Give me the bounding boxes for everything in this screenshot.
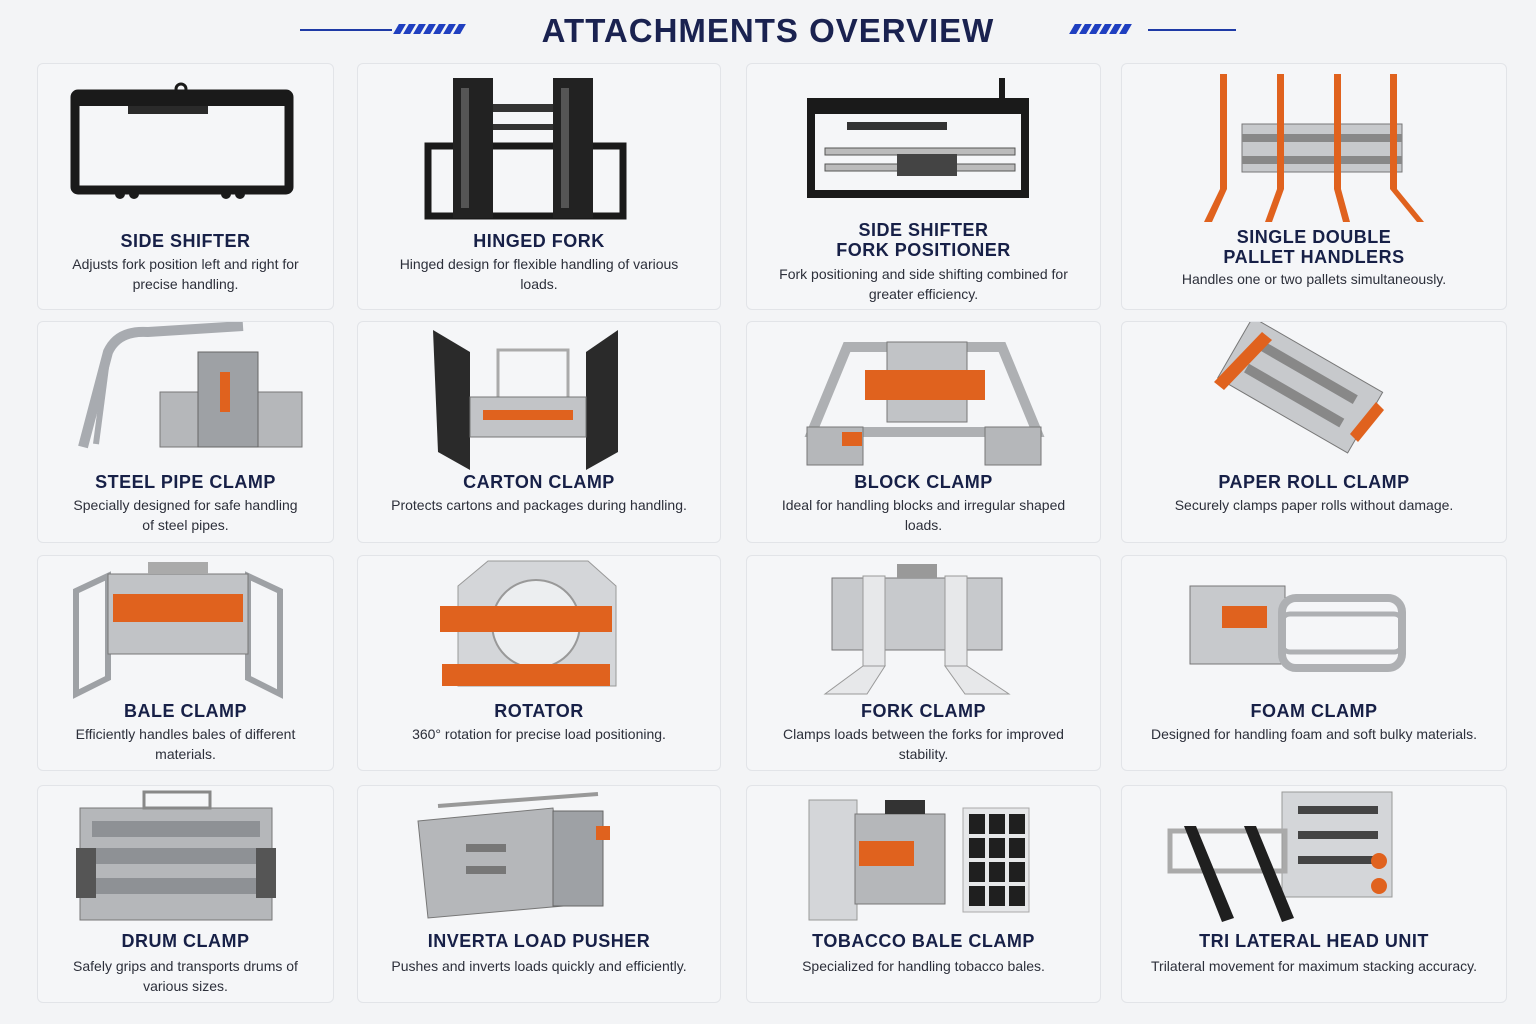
pallet-handler-icon [1204,74,1424,222]
card-title: SIDE SHIFTER [120,231,251,251]
header-decoration-right [1068,24,1238,36]
card-title: TOBACCO BALE CLAMP [812,931,1035,951]
card-description: Specially designed for safe handling of … [73,497,298,533]
card-title: SIDE SHIFTER FORK POSITIONER [836,220,1011,260]
card-load-pusher[interactable]: INVERTA LOAD PUSHER Pushes and inverts l… [357,785,721,1003]
tobacco-bale-clamp-icon [808,799,1030,921]
bale-clamp-icon [73,562,283,699]
card-title: HINGED FORK [473,231,605,251]
card-steel-pipe-clamp[interactable]: STEEL PIPE CLAMP Specially designed for … [37,321,334,543]
card-description: Adjusts fork position left and right for… [72,256,299,292]
card-title: PAPER ROLL CLAMP [1218,472,1410,492]
card-paper-roll-clamp[interactable]: PAPER ROLL CLAMP Securely clamps paper r… [1121,321,1507,543]
card-description: Securely clamps paper rolls without dama… [1174,497,1454,513]
fork-clamp-icon [823,564,1011,695]
card-carton-clamp[interactable]: CARTON CLAMP Protects cartons and packag… [357,321,721,543]
card-bale-clamp[interactable]: BALE CLAMP Efficiently handles bales of … [37,555,334,771]
hinged-fork-icon [424,78,627,220]
card-description: Pushes and inverts loads quickly and eff… [391,958,687,974]
card-title: BLOCK CLAMP [854,472,993,492]
card-rotator[interactable]: ROTATOR 360° rotation for precise load p… [357,555,721,771]
card-description: 360° rotation for precise load positioni… [412,726,666,742]
card-title: FORK CLAMP [861,701,986,721]
card-title: ROTATOR [494,701,584,721]
card-description: Efficiently handles bales of different m… [75,726,296,762]
rotator-icon [440,560,617,687]
header-decoration-left [300,24,470,36]
foam-clamp-icon [1189,585,1406,672]
card-fork-clamp[interactable]: FORK CLAMP Clamps loads between the fork… [746,555,1101,771]
card-title: INVERTA LOAD PUSHER [427,931,651,951]
card-title: FOAM CLAMP [1250,701,1378,721]
card-description: Hinged design for flexible handling of v… [399,256,679,292]
card-title: DRUM CLAMP [121,931,250,951]
drum-clamp-icon [76,790,276,921]
card-description: Fork positioning and side shifting combi… [779,266,1068,302]
carton-clamp-icon [433,330,618,470]
card-tri-lateral-head[interactable]: TRI LATERAL HEAD UNIT Trilateral movemen… [1121,785,1507,1003]
tri-lateral-head-icon [1167,791,1393,922]
card-title: SINGLE DOUBLE PALLET HANDLERS [1223,227,1405,267]
paper-roll-clamp-icon [1214,322,1384,454]
card-title: STEEL PIPE CLAMP [95,472,276,492]
card-title: CARTON CLAMP [463,472,615,492]
card-description: Trilateral movement for maximum stacking… [1151,958,1477,974]
card-block-clamp[interactable]: BLOCK CLAMP Ideal for handling blocks an… [746,321,1101,543]
load-pusher-icon [417,792,610,919]
card-title: TRI LATERAL HEAD UNIT [1199,931,1429,951]
card-fork-positioner[interactable]: SIDE SHIFTER FORK POSITIONER Fork positi… [746,63,1101,310]
card-description: Clamps loads between the forks for impro… [783,726,1064,762]
steel-pipe-clamp-icon [78,322,303,449]
card-description: Protects cartons and packages during han… [391,497,687,513]
fork-positioner-icon [807,78,1029,198]
side-shifter-icon [70,82,294,199]
page-title: ATTACHMENTS OVERVIEW [541,12,995,49]
card-description: Designed for handling foam and soft bulk… [1150,726,1478,742]
card-pallet-handlers[interactable]: SINGLE DOUBLE PALLET HANDLERS Handles on… [1121,63,1507,310]
card-side-shifter[interactable]: SIDE SHIFTER Adjusts fork position left … [37,63,334,310]
card-description: Handles one or two pallets simultaneousl… [1181,271,1447,287]
card-tobacco-bale-clamp[interactable]: TOBACCO BALE CLAMP Specialized for handl… [746,785,1101,1003]
card-hinged-fork[interactable]: HINGED FORK Hinged design for flexible h… [357,63,721,310]
card-description: Specialized for handling tobacco bales. [802,958,1045,974]
card-foam-clamp[interactable]: FOAM CLAMP Designed for handling foam an… [1121,555,1507,771]
card-description: Safely grips and transports drums of var… [73,958,298,994]
page-header: ATTACHMENTS OVERVIEW [0,0,1536,62]
card-title: BALE CLAMP [124,701,247,721]
block-clamp-icon [804,341,1045,466]
card-description: Ideal for handling blocks and irregular … [781,497,1066,533]
card-drum-clamp[interactable]: DRUM CLAMP Safely grips and transports d… [37,785,334,1003]
